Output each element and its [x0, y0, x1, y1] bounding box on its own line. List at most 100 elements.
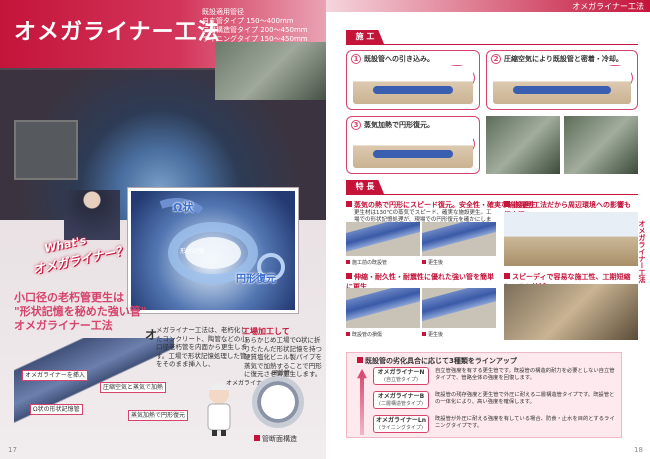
pipe-coil-graphic: [159, 198, 285, 284]
pipe-graphic: [373, 150, 453, 158]
feature-heading-text: 伸縮・耐久性・耐震性に優れた強い管を簡単に更生: [346, 273, 494, 291]
pipe-tag: 圧縮空気と蒸気で加熱: [100, 382, 167, 393]
spec-line: ライニングタイプ 150～450mm: [202, 35, 308, 43]
site-photo-2: [564, 116, 638, 174]
section-features-tab: 特 長: [346, 180, 384, 194]
square-bullet-icon: [357, 357, 363, 363]
photo-caption: 既設管の損傷: [346, 331, 382, 338]
photo-caption: 施工前の既設管: [346, 259, 387, 266]
photo-caption: 更生後: [422, 259, 443, 266]
lineup-item-name: オメガライナーB: [377, 393, 425, 400]
pipe-graphic: [513, 86, 611, 94]
square-bullet-icon: [254, 435, 260, 441]
caption-text: 施工前の既設管: [352, 260, 388, 266]
left-page: オメガライナー工法 既設適用管径 自立管タイプ 150～400mm 二層構造管タ…: [0, 0, 326, 459]
page-title: オメガライナー工法: [14, 20, 221, 45]
lineup-item-type: (二層構造管タイプ): [379, 401, 423, 407]
truck-image: [14, 120, 78, 180]
square-bullet-icon: [346, 260, 350, 264]
pipe-photo: [422, 288, 496, 328]
lineup-title: 既設管の劣化具合に応じて3種類をラインアップ: [357, 356, 517, 366]
photo-caption: 更生後: [422, 331, 443, 338]
pipe-tag: 蒸気加熱で円形復元: [128, 410, 189, 421]
lead-line: 小口径の老朽管更生は: [14, 291, 124, 304]
caption-text: 管断面構造: [262, 435, 297, 443]
square-bullet-icon: [346, 273, 352, 279]
body-initial: オ: [145, 328, 158, 342]
spec-line: 二層構造管タイプ 200～450mm: [202, 26, 308, 34]
worker-image: [64, 190, 120, 240]
square-bullet-icon: [422, 332, 426, 336]
lineup-item-name: オメガライナーLn: [376, 417, 426, 424]
pipe-tag: オメガライナーを挿入: [22, 370, 88, 381]
caption-text: 既設管の損傷: [352, 332, 383, 338]
spec-box: 既設適用管径 自立管タイプ 150～400mm 二層構造管タイプ 200～450…: [202, 8, 322, 60]
lineup-description: 自立管強度を有する更生管です。既設管の構造的耐力を必要としない自立管タイプで、管…: [435, 368, 615, 381]
vertical-side-label: オメガライナー工法: [638, 220, 646, 283]
professor-icon: [200, 380, 238, 436]
site-photo-1: [486, 116, 560, 174]
step-text: 既設管への引き込み。: [364, 55, 434, 63]
cross-section-outer-label: 既設管: [272, 370, 291, 377]
road-cross-section-illustration: [504, 212, 638, 266]
lineup-description: 既設管の残存強度と更生管で外圧に耐える二層構造管タイプです。既設管との一体化によ…: [435, 392, 615, 405]
shape-memory-label: 形状記憶: [180, 248, 205, 255]
caption-text: 更生後: [428, 332, 444, 338]
step-illustration: [353, 66, 473, 104]
lineup-item: オメガライナーB(二層構造管タイプ): [373, 391, 429, 409]
lineup-item-name: オメガライナーN: [377, 369, 425, 376]
feature-heading: 蒸気の熱で円形にスピード復元。安全性・確実な施設更生: [346, 200, 536, 210]
step-number: 2: [491, 54, 501, 64]
spec-line: 自立管タイプ 150～400mm: [202, 17, 294, 25]
lineup-box: 既設管の劣化具合に応じて3種類をラインアップ オメガライナーN(自立管タイプ) …: [346, 352, 622, 438]
page-number: 17: [8, 446, 17, 454]
site-photo: [215, 42, 326, 100]
body-text-2: あらかじめ工場でΩ状に折りたたんだ形状記憶を持つ硬質塩化ビニル製パイプを蒸気で加…: [244, 336, 322, 378]
pipe-photo: [346, 288, 420, 328]
pipe-photo: [422, 222, 496, 256]
caption-text: 更生後: [428, 260, 444, 266]
lineup-item: オメガライナーLn(ライニングタイプ): [373, 415, 429, 433]
manhole-photo: [504, 284, 638, 340]
pipe-photo: [346, 222, 420, 256]
feature-heading: 伸縮・耐久性・耐震性に優れた強い管を簡単に更生: [346, 272, 496, 292]
circle-restore-label: 円形復元: [236, 274, 276, 285]
pipe-diagram-illustration: [128, 188, 298, 313]
lead-line: "形状記憶を秘めた強い管": [14, 305, 147, 318]
section-construction-tab: 施 工: [346, 30, 384, 44]
lineup-title-text: 既設管の劣化具合に応じて3種類をラインアップ: [365, 357, 517, 365]
header-title: オメガライナー工法: [572, 2, 644, 11]
square-bullet-icon: [346, 201, 352, 207]
lineup-description: 既設管が外圧に耐える強度を有している場合、防食・止水を目的とするライニングタイプ…: [435, 416, 615, 429]
header-rule: [326, 0, 650, 12]
section-divider: [346, 194, 638, 195]
cross-section-diagram: [252, 376, 304, 428]
lineup-item-type: (ライニングタイプ): [379, 425, 423, 431]
square-bullet-icon: [504, 201, 510, 207]
body-text: メガライナー工法は、老朽化したコンクリート、陶管などの小口径老朽管を内面から更生…: [156, 326, 247, 368]
up-arrow-icon: [357, 369, 367, 435]
square-bullet-icon: [504, 273, 510, 279]
feature-heading-text: 蒸気の熱で円形にスピード復元。安全性・確実な施設更生: [354, 201, 536, 209]
lead-line: オメガライナー工法: [14, 319, 113, 332]
cross-section-caption: 管断面構造: [254, 434, 297, 444]
step-number: 1: [351, 54, 361, 64]
square-bullet-icon: [422, 260, 426, 264]
lineup-item-type: (自立管タイプ): [384, 377, 418, 383]
step-text: 圧縮空気により既設管と密着・冷却。: [504, 55, 623, 63]
square-bullet-icon: [346, 332, 350, 336]
pipe-tag: Ω状の形状記憶管: [30, 404, 83, 415]
step-text: 蒸気加熱で円形復元。: [364, 121, 434, 129]
pipe-graphic: [373, 86, 453, 94]
callout-label: 工場加工して: [242, 327, 290, 336]
cross-section-inner-label: オメガライナー: [226, 380, 268, 387]
omega-shape-label: Ω状: [173, 201, 194, 214]
